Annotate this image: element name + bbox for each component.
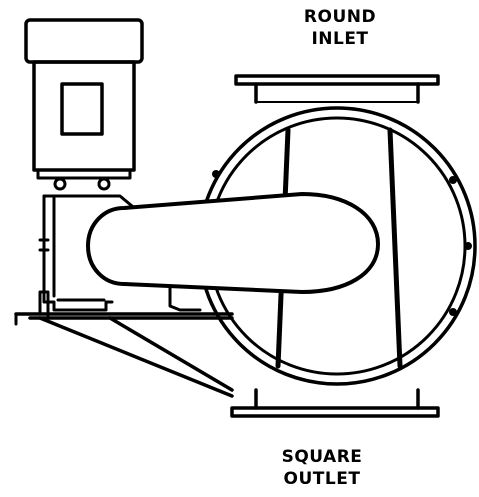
motor xyxy=(24,18,144,191)
square-outlet-label: SQUARE OUTLET xyxy=(272,446,372,490)
housing-bolt xyxy=(449,176,457,184)
motor-bolt-left xyxy=(53,177,67,191)
valve-bracket xyxy=(168,284,202,312)
housing-bolt xyxy=(464,242,472,250)
motor-cap xyxy=(24,18,144,64)
inlet-label-line1: ROUND xyxy=(303,7,377,27)
housing-bolt xyxy=(212,170,220,178)
inlet-label-line2: INLET xyxy=(311,29,369,49)
gear-reducer xyxy=(38,194,134,312)
support-gusset xyxy=(38,316,234,398)
motor-bolt-right xyxy=(97,177,111,191)
motor-flange xyxy=(36,168,132,180)
round-inlet-label: ROUND INLET xyxy=(290,6,390,50)
outlet-label-line2: OUTLET xyxy=(283,469,361,489)
base-plate xyxy=(14,312,234,320)
housing-bolt xyxy=(449,308,457,316)
motor-body xyxy=(32,60,136,172)
round-inlet-flange xyxy=(234,74,440,104)
outlet-label-line1: SQUARE xyxy=(281,447,363,467)
motor-nameplate xyxy=(60,82,104,136)
square-outlet-flange xyxy=(230,388,440,418)
drive-cover xyxy=(86,192,380,294)
